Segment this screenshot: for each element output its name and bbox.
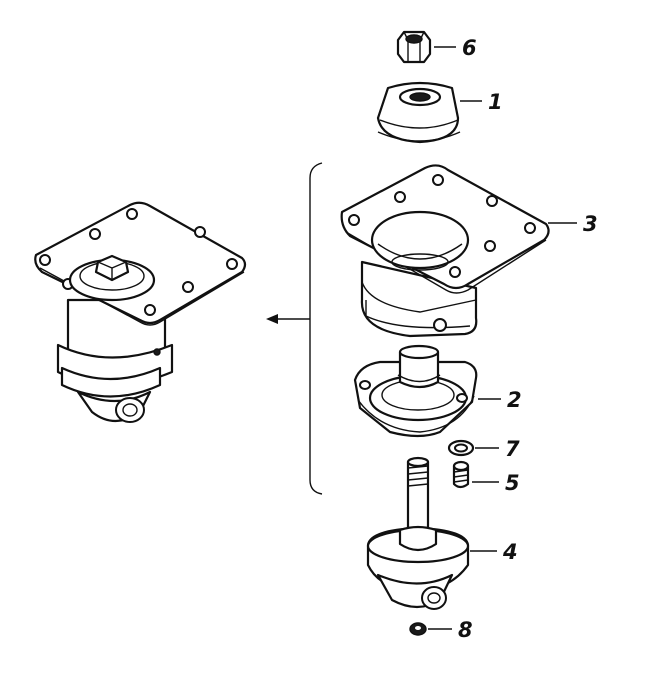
part-5-screw <box>452 460 470 489</box>
callout-8: 8 <box>458 618 473 642</box>
part-6-nut <box>396 30 432 64</box>
callout-1: 1 <box>488 90 503 114</box>
callout-2: 2 <box>507 388 522 412</box>
callout-4: 4 <box>502 540 518 564</box>
part-2-bearing-mount <box>353 344 478 438</box>
callout-6: 6 <box>462 36 477 60</box>
part-4-ball-stud <box>366 456 470 610</box>
callout-7: 7 <box>505 437 520 461</box>
part-3-plate <box>340 164 550 338</box>
callout-3: 3 <box>583 212 598 236</box>
part-8-small-nut <box>409 622 427 636</box>
arrow-left-icon <box>266 314 278 324</box>
assembly-bracket <box>266 162 323 495</box>
callouts: 6 1 3 2 7 5 4 8 <box>428 36 598 642</box>
part-7-washer <box>447 439 475 457</box>
part-1-cap <box>376 81 461 144</box>
assembled-view <box>34 201 247 423</box>
callout-5: 5 <box>505 471 520 495</box>
